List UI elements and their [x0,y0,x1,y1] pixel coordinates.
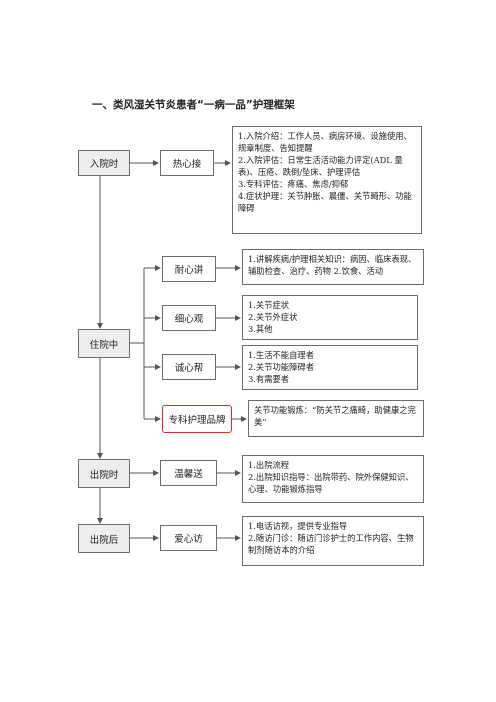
step-specialty-nursing-brand: 专科护理品牌 [162,405,232,433]
stage-follow-up: 出院后 [78,524,130,553]
detail-line: 2.入院评估：日常生活活动能力评定(ADL 量表)、压疮、跌倒/坠床、护理评估 [238,155,403,177]
step-sincere-help: 诚心帮 [162,354,216,380]
detail-line: 3.其他 [248,324,273,334]
stage-admission: 入院时 [78,150,130,176]
detail-line: 3.有需要者 [248,374,290,384]
detail-follow-up: 1.电话访视，提供专业指导 2.随访门诊：随访门诊护士的工作内容、生物制剂随访本… [242,516,424,566]
detail-line: 关节功能锻炼：“防关节之痛畸，助健康之完美” [254,405,416,427]
stage-inpatient: 住院中 [78,329,130,358]
detail-discharge: 1.出院流程 2.出院知识指导：出院带药、院外保健知识、心理、功能锻炼指导 [242,455,424,503]
detail-specialty-brand: 关节功能锻炼：“防关节之痛畸，助健康之完美” [248,400,424,437]
stage-discharge: 出院时 [78,459,130,488]
detail-line: 3.专科评估：疼痛、焦虑/抑郁 [238,179,349,189]
step-caring-visit: 爱心访 [160,525,217,551]
step-warm-send-off: 温馨送 [160,460,217,486]
detail-line: 2.关节外症状 [248,312,298,322]
step-careful-observation: 细心观 [162,305,216,331]
detail-line: 1.关节症状 [248,300,290,310]
detail-line: 1.出院流程 [248,460,290,470]
detail-line: 1.入院介绍：工作人员、病房环境、设施使用、规章制度、告知提醒 [238,131,412,153]
detail-observation: 1.关节症状 2.关节外症状 3.其他 [242,295,418,340]
detail-line: 2.出院知识指导：出院带药、院外保健知识、心理、功能锻炼指导 [248,472,414,494]
detail-line: 1.电话访视，提供专业指导 [248,521,348,531]
step-patient-explanation: 耐心讲 [162,256,216,282]
framework-heading: 一、类风湿关节炎患者“一病一品”护理框架 [92,99,295,111]
detail-line: 1.讲解疾病/护理相关知识：病因、临床表现、辅助检查、治疗、药物 2.饮食、活动 [248,254,417,276]
detail-explanation: 1.讲解疾病/护理相关知识：病因、临床表现、辅助检查、治疗、药物 2.饮食、活动 [242,249,424,285]
detail-line: 1.生活不能自理者 [248,350,314,360]
detail-help: 1.生活不能自理者 2.关节功能障碍者 3.有需要者 [242,345,418,390]
detail-line: 4.症状护理：关节肿胀、晨僵、关节畸形、功能障碍 [238,191,412,213]
detail-admission: 1.入院介绍：工作人员、病房环境、设施使用、规章制度、告知提醒 2.入院评估：日… [232,126,422,234]
detail-line: 2.关节功能障碍者 [248,362,314,372]
detail-line: 2.随访门诊：随访门诊护士的工作内容、生物制剂随访本的介绍 [248,533,414,555]
step-warm-reception: 热心接 [160,150,214,176]
